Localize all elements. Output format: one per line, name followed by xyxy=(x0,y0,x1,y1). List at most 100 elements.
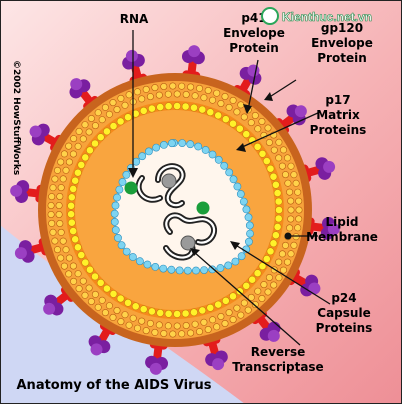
gp120-knob xyxy=(125,49,138,62)
lipid-bead xyxy=(160,329,168,337)
p24-capsid-bead xyxy=(110,209,119,218)
lipid-bead xyxy=(81,291,89,299)
lipid-bead xyxy=(75,285,83,293)
lipid-bead xyxy=(101,309,109,317)
lipid-bead xyxy=(151,328,159,336)
p17-matrix-bead xyxy=(96,278,105,287)
lipid-bead xyxy=(233,304,241,312)
lipid-bead xyxy=(160,83,168,91)
svg-text:p24: p24 xyxy=(331,291,356,305)
lipid-bead xyxy=(55,211,63,219)
lipid-bead xyxy=(287,250,295,258)
p17-matrix-bead xyxy=(190,308,198,317)
lipid-bead xyxy=(178,82,186,90)
p24-capsid-bead xyxy=(233,182,242,191)
lipid-bead xyxy=(65,158,73,166)
lipid-bead xyxy=(47,211,55,219)
p17-matrix-bead xyxy=(229,119,237,128)
lipid-bead xyxy=(229,96,237,104)
p17-matrix-bead xyxy=(248,275,257,284)
p17-matrix-bead xyxy=(221,296,230,305)
lipid-bead xyxy=(275,258,283,266)
gp120-knob xyxy=(14,247,27,260)
lipid-bead xyxy=(281,171,289,179)
p24-capsid-bead xyxy=(192,266,200,275)
p24-capsid-bead xyxy=(225,168,234,177)
p17-matrix-bead xyxy=(67,210,75,219)
lipid-bead xyxy=(75,127,83,135)
p17-matrix-bead xyxy=(81,258,90,267)
p17-matrix-bead xyxy=(273,189,282,197)
lipid-bead xyxy=(295,206,303,214)
p24-capsid-bead xyxy=(122,247,131,256)
p17-matrix-bead xyxy=(258,149,267,158)
lipid-bead xyxy=(221,93,229,101)
lipid-bead xyxy=(240,299,248,307)
lipid-bead xyxy=(278,250,286,258)
lipid-bead xyxy=(287,197,295,205)
lipid-bead xyxy=(275,138,283,146)
lipid-bead xyxy=(173,90,181,98)
p24-capsid-bead xyxy=(151,262,160,271)
p24-capsid-bead xyxy=(194,142,203,151)
p24-capsid-bead xyxy=(214,155,223,164)
copyright: ©2002 HowStuffWorks xyxy=(11,60,21,175)
lipid-bead xyxy=(109,99,117,107)
lipid-bead xyxy=(281,241,289,249)
p17-matrix-bead xyxy=(67,218,76,227)
svg-text:Reverse: Reverse xyxy=(251,345,306,359)
p17-matrix-bead xyxy=(181,309,190,318)
p17-matrix-bead xyxy=(242,281,251,290)
lipid-bead xyxy=(169,82,177,90)
p24-capsid-bead xyxy=(122,170,131,179)
lipid-bead xyxy=(209,96,217,104)
lipid-bead xyxy=(292,233,300,241)
lipid-bead xyxy=(117,318,125,326)
lipid-bead xyxy=(169,330,177,338)
lipid-bead xyxy=(138,317,146,325)
lipid-bead xyxy=(155,91,163,99)
lipid-bead xyxy=(94,109,102,117)
p24-capsid-bead xyxy=(128,253,137,261)
lipid-bead xyxy=(191,320,199,328)
p24-capsid-bead xyxy=(152,143,161,152)
lipid-bead xyxy=(91,122,99,130)
p17-matrix-bead xyxy=(242,130,251,139)
p17-matrix-bead xyxy=(214,111,223,120)
p17-matrix-bead xyxy=(77,160,86,169)
svg-text:Proteins: Proteins xyxy=(310,123,367,137)
svg-text:Capsule: Capsule xyxy=(317,306,370,320)
p24-capsid-bead xyxy=(135,257,144,266)
p24-capsid-bead xyxy=(186,140,195,149)
p24-capsid-bead xyxy=(246,229,254,238)
p17-matrix-bead xyxy=(273,222,282,231)
p17-matrix-bead xyxy=(156,308,165,317)
lipid-bead xyxy=(187,329,195,337)
lipid-bead xyxy=(57,228,65,236)
lipid-bead xyxy=(85,284,93,292)
lipid-bead xyxy=(200,94,208,102)
p24-capsid-bead xyxy=(111,201,120,210)
lipid-bead xyxy=(164,90,172,98)
lipid-bead xyxy=(59,237,67,245)
p17-matrix-bead xyxy=(190,103,198,112)
p24-capsid-bead xyxy=(118,178,127,186)
lipid-bead xyxy=(290,171,298,179)
lipid-bead xyxy=(105,302,113,310)
lipid-bead xyxy=(87,115,95,123)
lipid-bead xyxy=(278,162,286,170)
lipid-bead xyxy=(221,319,229,327)
p24-capsid-bead xyxy=(231,257,240,266)
p24-capsid-bead xyxy=(208,150,217,159)
p17-matrix-bead xyxy=(147,104,156,113)
lipid-bead xyxy=(134,324,142,332)
p24-capsid-bead xyxy=(200,266,208,274)
p24-capsid-bead xyxy=(110,217,119,226)
lipid-bead xyxy=(265,139,273,147)
lipid-bead xyxy=(48,219,56,227)
svg-text:Lipid: Lipid xyxy=(325,215,358,229)
p17-matrix-bead xyxy=(131,109,140,118)
lipid-bead xyxy=(146,93,154,101)
gp120-knob xyxy=(29,125,42,138)
